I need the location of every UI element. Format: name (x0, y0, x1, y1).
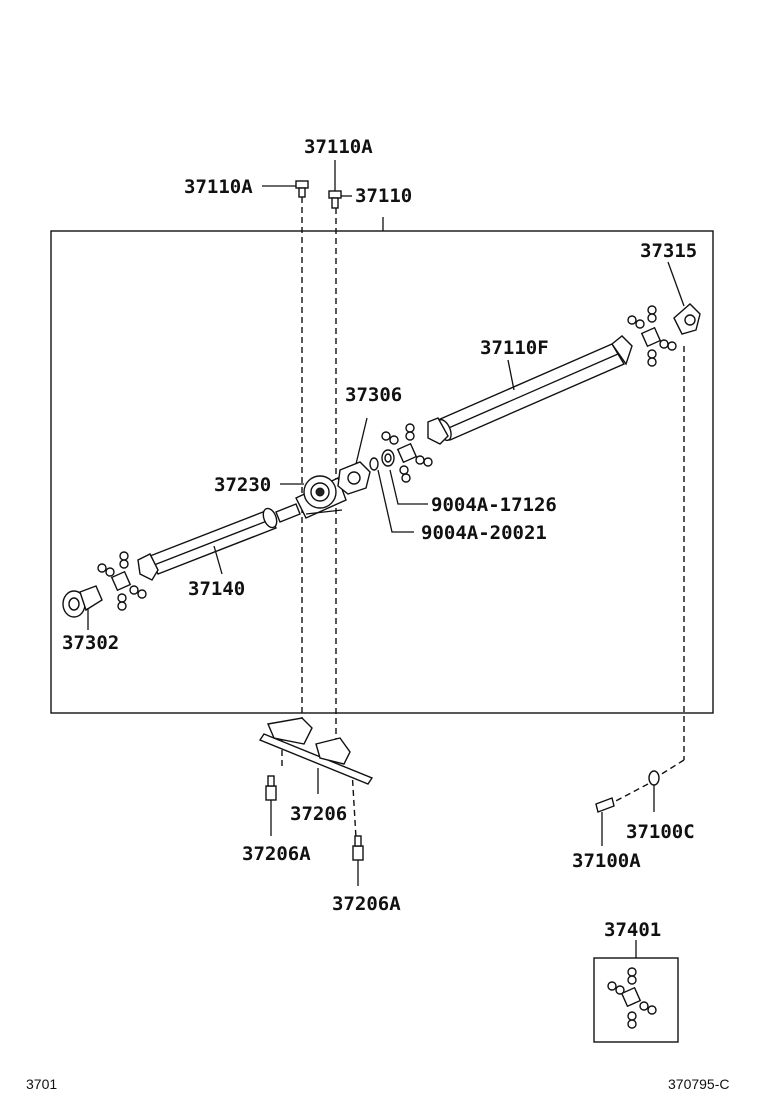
label-37315: 37315 (640, 240, 697, 262)
label-37140: 37140 (188, 578, 245, 600)
universal-joint-rear-icon (627, 305, 677, 367)
label-37306: 37306 (345, 384, 402, 406)
washer-37100C-icon (648, 770, 660, 812)
label-37401: 37401 (604, 919, 661, 941)
label-37230: 37230 (214, 474, 271, 496)
label-9004A-20021: 9004A-20021 (421, 522, 547, 544)
label-37206: 37206 (290, 803, 347, 825)
label-37110: 37110 (355, 185, 412, 207)
label-37206A-right: 37206A (332, 893, 401, 915)
page-code: 3701 (26, 1076, 57, 1092)
spider-kit-37401-box (593, 940, 679, 1043)
assembly-frame (50, 230, 714, 714)
bolt-37110A-right-icon (328, 160, 352, 209)
label-37110F: 37110F (480, 337, 549, 359)
label-37302: 37302 (62, 632, 119, 654)
label-9004A-17126: 9004A-17126 (431, 494, 557, 516)
figure-code: 370795-C (668, 1076, 730, 1092)
universal-joint-front-icon (97, 551, 147, 611)
label-37110A-left: 37110A (184, 176, 253, 198)
label-37110A-top: 37110A (304, 136, 373, 158)
flange-37302-icon (62, 585, 103, 630)
washer-9004A-20021-icon (369, 457, 379, 471)
cross-member-37206-icon (258, 717, 374, 794)
bolt-37100A-icon (595, 797, 615, 846)
propeller-shaft-37110F-icon (427, 335, 633, 445)
center-bearing-37230-icon (295, 475, 347, 519)
bolt-37110A-left-icon (262, 180, 309, 198)
universal-joint-center-icon (381, 423, 433, 483)
label-37206A-left: 37206A (242, 843, 311, 865)
flange-yoke-37306-icon (337, 417, 371, 495)
flange-37315-icon (667, 261, 701, 335)
bolt-37206A-left-icon (265, 775, 277, 836)
label-37100A: 37100A (572, 850, 641, 872)
bolt-37206A-right-icon (352, 835, 364, 886)
label-37100C: 37100C (626, 821, 695, 843)
nut-9004A-17126-icon (381, 449, 395, 467)
propeller-shaft-37140-icon (137, 503, 301, 581)
